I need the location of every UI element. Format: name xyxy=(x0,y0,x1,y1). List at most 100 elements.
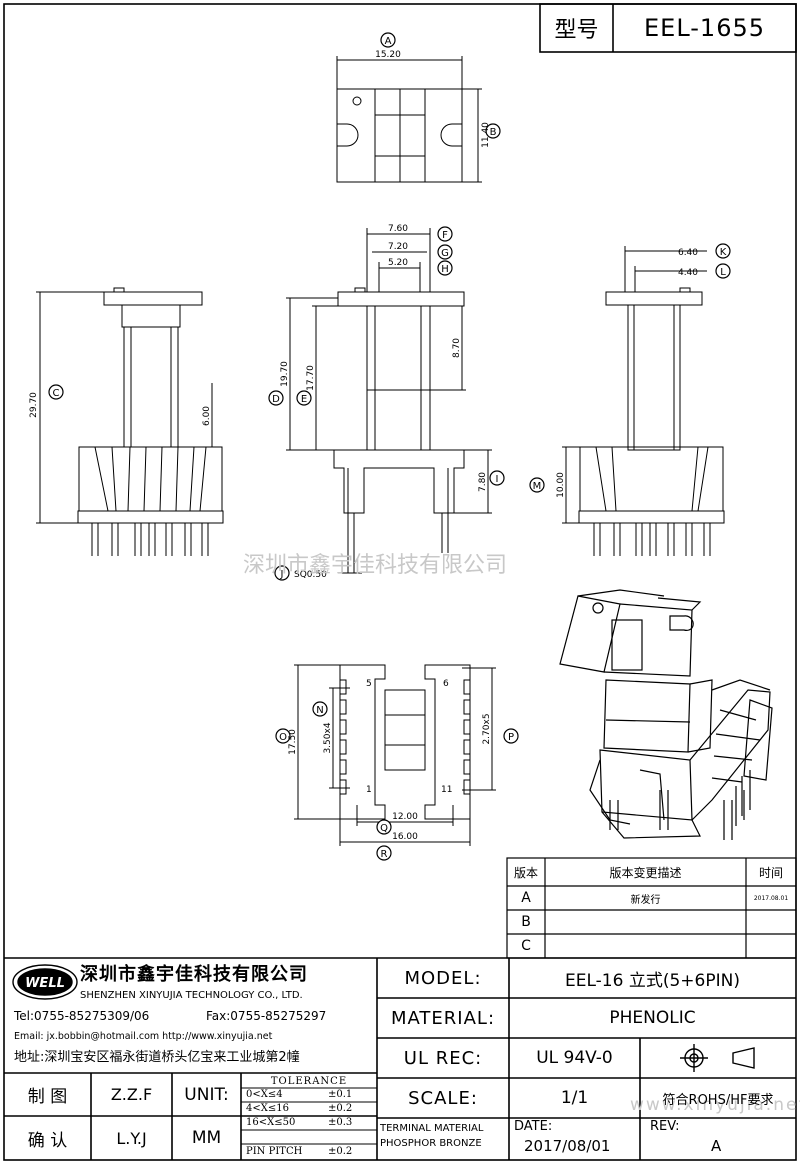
rev-value: A xyxy=(711,1137,722,1155)
dim-k: 6.40 xyxy=(678,248,698,258)
date-label: DATE: xyxy=(514,1119,553,1134)
dim-letter-d: D xyxy=(272,394,280,405)
company-address: 地址:深圳宝安区福永街道桥头亿宝来工业城第2幢 xyxy=(14,1050,300,1065)
dim-f: 7.60 xyxy=(388,224,408,234)
dim-letter-c: C xyxy=(53,388,60,399)
isometric-view xyxy=(559,589,773,840)
company-logo xyxy=(12,964,78,1000)
tolerance-value: ±0.2 xyxy=(328,1103,353,1114)
pin-5: 5 xyxy=(366,679,372,689)
watermark-company: 深圳市鑫宇佳科技有限公司 xyxy=(243,553,508,578)
rev-header-desc: 版本变更描述 xyxy=(609,865,682,880)
tolerance-grid xyxy=(241,1087,377,1145)
rev-row-ver: A xyxy=(521,890,531,906)
dim-letter-q: Q xyxy=(380,823,388,834)
rev-label: REV: xyxy=(650,1119,680,1134)
dim-letter-a: A xyxy=(385,36,392,47)
dim-p: 2.70x5 xyxy=(482,713,492,744)
projection-symbols xyxy=(680,1044,755,1072)
top-view xyxy=(336,56,482,183)
company-name-en: SHENZHEN XINYUJIA TECHNOLOGY CO., LTD. xyxy=(80,990,303,1001)
drawn-label: 制 图 xyxy=(27,1087,68,1107)
tolerance-value: ±0.2 xyxy=(328,1146,353,1157)
dim-i: 7.80 xyxy=(478,472,488,492)
dim-letter-i: I xyxy=(496,474,499,485)
dim-letter-n: N xyxy=(316,705,323,716)
rev-row-ver: C xyxy=(521,938,531,954)
dim-letter-m: M xyxy=(533,481,542,492)
dim-a: 15.20 xyxy=(375,50,401,60)
logo-text: WELL xyxy=(25,976,65,991)
tolerance-title: TOLERANCE xyxy=(270,1075,348,1087)
pin-6: 6 xyxy=(443,679,449,689)
dim-letter-r: R xyxy=(381,849,388,860)
scale-value: 1/1 xyxy=(560,1088,589,1108)
dim-n: 3.50x4 xyxy=(323,722,333,753)
left-side-view xyxy=(36,287,224,556)
dim-values: 15.20 11.40 29.70 6.00 7.60 7.20 5.20 19… xyxy=(29,50,698,842)
tolerance-value: ±0.1 xyxy=(328,1089,353,1100)
company-tel: Tel:0755-85275309/06 xyxy=(14,1009,150,1023)
tolerance-range: 0<X≤4 xyxy=(246,1089,283,1100)
dim-letter-l: L xyxy=(720,267,726,278)
dim-g: 7.20 xyxy=(388,242,408,252)
dim-letters: A B C F G H D E I J K L M N O P Q R xyxy=(53,36,727,860)
company-name-cn: 深圳市鑫宇佳科技有限公司 xyxy=(80,964,308,985)
date-value: 2017/08/01 xyxy=(524,1137,611,1155)
dim-c: 29.70 xyxy=(29,392,39,418)
dim-8-70: 8.70 xyxy=(452,338,462,358)
dim-d: 19.70 xyxy=(280,361,290,387)
tolerance-range: PIN PITCH xyxy=(246,1146,303,1157)
company-fax: Fax:0755-85275297 xyxy=(206,1009,327,1023)
title-block xyxy=(4,957,796,1160)
tolerance-range: 4<X≤16 xyxy=(246,1103,289,1114)
dim-6: 6.00 xyxy=(202,406,212,426)
material-value: PHENOLIC xyxy=(609,1008,696,1028)
model-box xyxy=(539,3,797,53)
dim-r: 16.00 xyxy=(392,832,418,842)
rev-row-ver: B xyxy=(521,914,531,930)
bottom-view xyxy=(294,664,496,846)
rohs-note: 符合ROHS/HF要求 xyxy=(662,1092,774,1108)
unit-value: MM xyxy=(191,1128,222,1148)
dim-h: 5.20 xyxy=(388,258,408,268)
checked-value: L.Y.J xyxy=(116,1128,147,1148)
sheet-border xyxy=(3,3,797,1161)
dim-letter-circles xyxy=(48,32,731,861)
ulrec-value: UL 94V-0 xyxy=(536,1048,613,1068)
dim-letter-o: O xyxy=(279,732,287,743)
dim-l: 4.40 xyxy=(678,268,698,278)
dim-letter-h: H xyxy=(441,264,449,275)
watermark-url: www.xinyujia.net xyxy=(630,1095,800,1115)
dim-letter-p: P xyxy=(508,732,514,743)
scale-label: SCALE: xyxy=(408,1087,478,1109)
right-side-view xyxy=(562,246,725,556)
dim-b: 11.40 xyxy=(481,122,491,148)
dim-letter-b: B xyxy=(490,127,497,138)
rev-row-desc: 新发行 xyxy=(630,894,661,906)
front-view xyxy=(286,228,492,574)
dim-m: 10.00 xyxy=(556,472,566,498)
dim-o: 17.50 xyxy=(288,729,298,755)
unit-label: UNIT: xyxy=(184,1084,229,1105)
checked-label: 确 认 xyxy=(27,1130,68,1151)
tolerance-range: 16<X≤50 xyxy=(246,1117,296,1128)
dim-letter-f: F xyxy=(442,230,448,241)
dim-q: 12.00 xyxy=(392,812,418,822)
company-email: Email: jx.bobbin@hotmail.com http://www.… xyxy=(14,1031,273,1042)
terminal-material-value: PHOSPHOR BRONZE xyxy=(380,1138,482,1149)
model-box-label: 型号 xyxy=(554,18,599,43)
model-value: EEL-16 立式(5+6PIN) xyxy=(565,970,740,991)
pin-1: 1 xyxy=(366,785,372,795)
dim-letter-j: J xyxy=(280,569,284,580)
pin-number-labels: 5 1 6 11 xyxy=(366,679,452,795)
model-box-value: EEL-1655 xyxy=(643,14,765,42)
rev-header-time: 时间 xyxy=(758,865,783,880)
pin-11: 11 xyxy=(441,785,452,795)
model-label: MODEL: xyxy=(404,967,482,989)
dim-letter-e: E xyxy=(301,394,307,405)
dim-e: 17.70 xyxy=(306,365,316,391)
ulrec-label: UL REC: xyxy=(403,1047,483,1069)
dim-letter-g: G xyxy=(441,248,449,259)
